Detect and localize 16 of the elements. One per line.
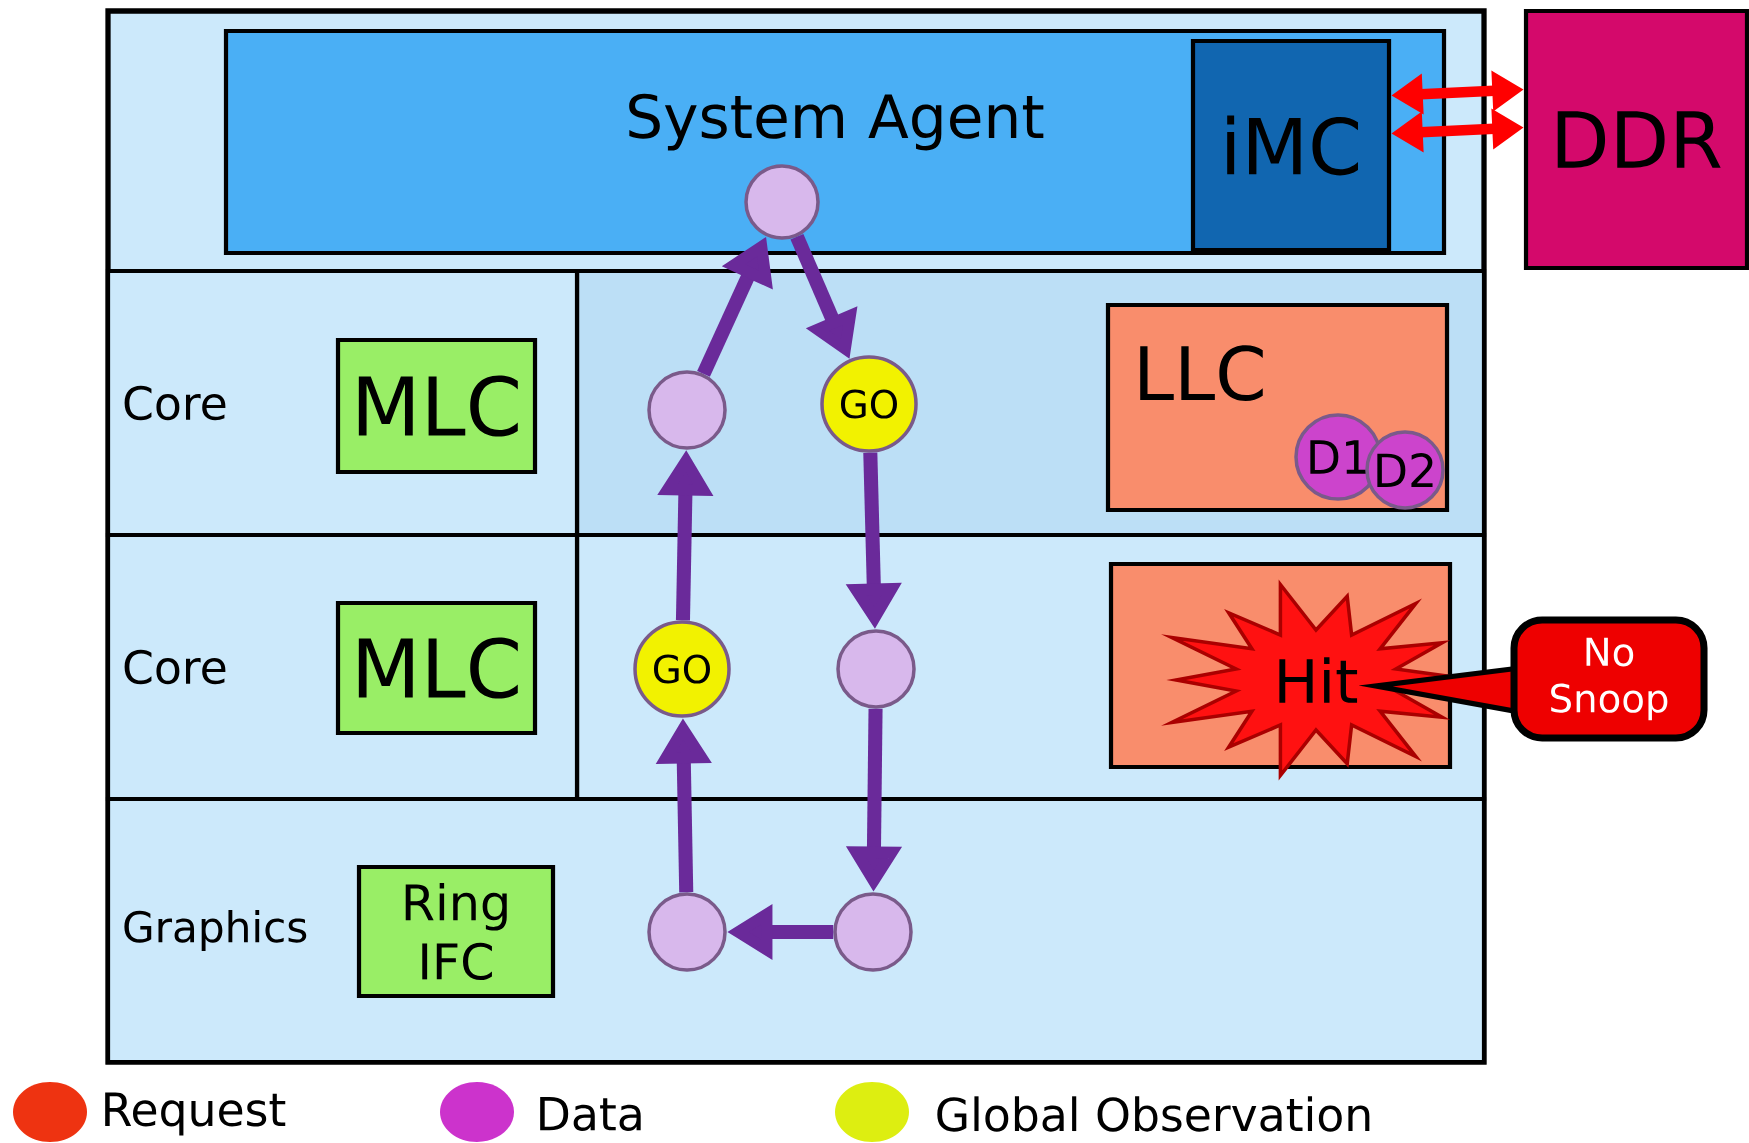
cache-box: MLC bbox=[335, 600, 538, 736]
callout-box: No Snoop bbox=[1358, 616, 1708, 742]
legend-label: Data bbox=[540, 1097, 641, 1131]
memory-box: DDR bbox=[1523, 8, 1749, 271]
legend-label: Global Observation bbox=[937, 1096, 1370, 1132]
ring-stop bbox=[836, 629, 916, 709]
ring-stop: GO bbox=[820, 355, 918, 453]
cache-box: MLC bbox=[335, 337, 538, 475]
ring-stop bbox=[744, 164, 820, 240]
ring-stop: GO bbox=[633, 620, 731, 718]
ring-stop bbox=[647, 370, 727, 450]
ring-stop bbox=[647, 892, 727, 972]
legend-label: Request bbox=[105, 1092, 286, 1136]
ring-stop bbox=[833, 892, 913, 972]
controller-box: iMC bbox=[1190, 38, 1392, 253]
interface-box: Ring IFC bbox=[356, 864, 556, 999]
